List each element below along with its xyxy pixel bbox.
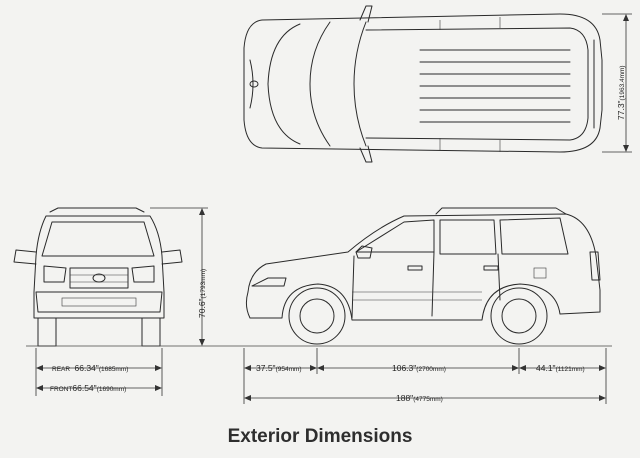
- svg-text:77.3"(1963.4mm): 77.3"(1963.4mm): [616, 65, 626, 120]
- front-overhang-value: 37.5": [256, 363, 276, 373]
- front-track-metric: (1690mm): [97, 386, 127, 393]
- front-overhang-metric: (954mm): [276, 366, 302, 373]
- rear-overhang-value: 44.1": [536, 363, 556, 373]
- overall-length-text: 188"(4775mm): [396, 393, 443, 403]
- wheelbase-metric: (2700mm): [416, 366, 446, 373]
- front-track-value: 66.54": [72, 383, 96, 393]
- wheelbase-text: 106.3"(2700mm): [392, 363, 446, 373]
- rear-overhang-text: 44.1"(1121mm): [536, 363, 585, 373]
- top-view-vehicle: [243, 5, 603, 163]
- svg-text:REAR 66.34"(1685mm): REAR 66.34"(1685mm): [52, 358, 128, 375]
- svg-text:70.6"(1793mm): 70.6"(1793mm): [197, 269, 207, 318]
- width-dimension: 77.3"(1963.4mm): [602, 13, 632, 153]
- width-value: 77.3": [616, 100, 626, 120]
- front-track-dimension: FRONT66.54"(1690mm): [36, 383, 162, 393]
- wheelbase-value: 106.3": [392, 363, 416, 373]
- svg-text:FRONT66.54"(1690mm): FRONT66.54"(1690mm): [50, 383, 126, 393]
- length-value: 188": [396, 393, 413, 403]
- front-track-label: FRONT: [50, 386, 72, 393]
- side-view-vehicle: [245, 207, 601, 345]
- length-dimensions: 37.5"(954mm) 106.3"(2700mm) 44.1"(1121mm…: [243, 348, 607, 404]
- length-metric: (4775mm): [413, 396, 443, 403]
- rear-track-value: 66.34": [75, 363, 99, 373]
- caption-title: Exterior Dimensions: [227, 426, 413, 447]
- rear-track-metric: (1685mm): [99, 366, 129, 373]
- rear-track-dimension: REAR 66.34"(1685mm): [35, 348, 163, 396]
- height-dimension: 70.6"(1793mm): [150, 207, 208, 346]
- front-view-vehicle: [13, 207, 183, 347]
- rear-overhang-metric: (1121mm): [556, 366, 585, 373]
- front-overhang-text: 37.5"(954mm): [256, 363, 302, 373]
- width-metric: (1963.4mm): [619, 65, 626, 100]
- rear-track-label: REAR: [52, 366, 70, 373]
- height-value: 70.6": [197, 298, 207, 318]
- height-metric: (1793mm): [200, 269, 207, 299]
